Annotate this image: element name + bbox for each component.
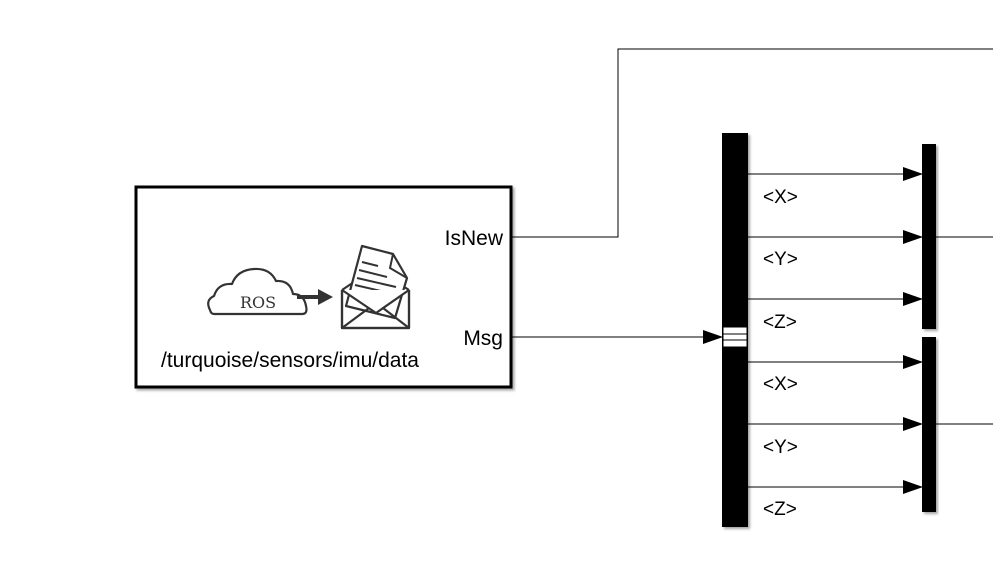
bus-selector-block[interactable]	[722, 133, 748, 527]
bus-output-label: <Z>	[763, 312, 797, 333]
envelope-letter-icon	[340, 244, 411, 330]
bus-input-port-marker	[722, 326, 748, 348]
isnew-signal-line[interactable]	[511, 48, 993, 238]
topic-name-label: /turquoise/sensors/imu/data	[161, 349, 419, 372]
bus-output-label: <Z>	[763, 499, 797, 520]
bus-output-label: <X>	[763, 374, 798, 395]
subscribe-block-frame[interactable]	[134, 185, 513, 389]
bus-output-label: <Y>	[763, 437, 798, 458]
bus-creator-bar-top[interactable]	[922, 144, 936, 329]
bus-output-label: <Y>	[763, 249, 798, 270]
arrow-icon	[297, 289, 333, 305]
bus-output-label: <X>	[763, 187, 798, 208]
bus-creator-bar-bottom[interactable]	[922, 337, 936, 512]
ros-cloud-label: ROS	[240, 293, 276, 312]
port-label-isnew: IsNew	[445, 227, 504, 250]
port-label-msg: Msg	[463, 327, 503, 350]
ros-cloud-icon: ROS	[207, 267, 308, 316]
ros-subscribe-block[interactable]: ROS /turquoise/sensors/imu/data IsNew Ms…	[134, 185, 513, 389]
